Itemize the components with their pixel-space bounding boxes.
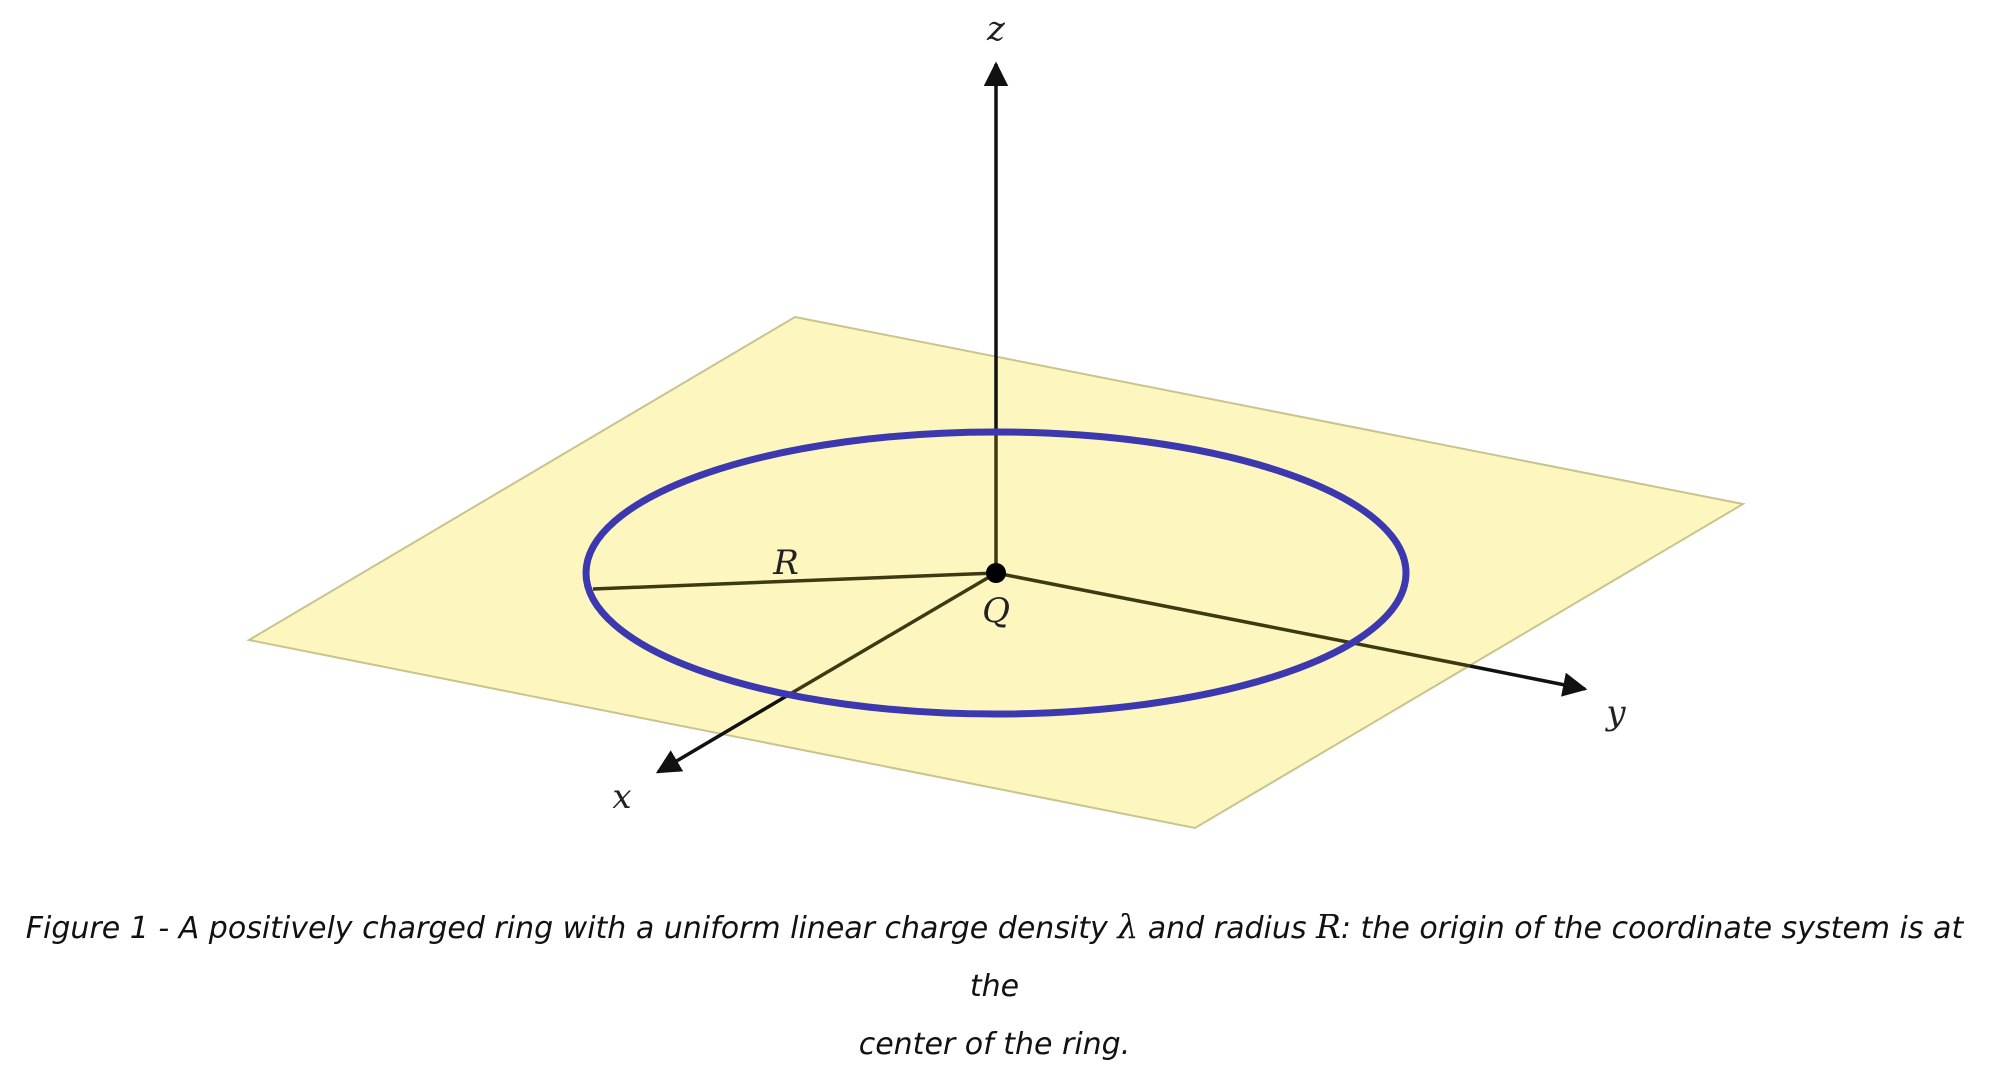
caption-radius-symbol: R — [1316, 907, 1341, 946]
charged-ring — [582, 428, 1410, 718]
caption-lambda-symbol: λ — [1117, 907, 1139, 946]
y-axis-label: y — [1604, 693, 1626, 733]
z-axis-label: z — [986, 9, 1006, 49]
charge-label: Q — [982, 591, 1010, 631]
radius-line — [592, 571, 997, 591]
y-axis — [1469, 664, 1588, 697]
x-axis — [655, 692, 791, 774]
figure-caption: Figure 1 - A positively charged ring wit… — [0, 898, 1989, 1074]
caption-line-1: Figure 1 - A positively charged ring wit… — [0, 898, 1989, 1016]
caption-text-part2: and radius — [1138, 911, 1317, 946]
radius-label: R — [772, 543, 799, 583]
x-axis-in-plane — [789, 571, 997, 696]
charged-ring-diagram: z x y R Q — [246, 9, 1746, 830]
caption-text-part3: : the origin of the coordinate system is… — [969, 911, 1964, 1004]
caption-line-2: center of the ring. — [858, 1027, 1131, 1062]
y-axis-in-plane — [995, 571, 1471, 668]
x-axis-label: x — [612, 777, 631, 817]
caption-text-part1: Figure 1 - A positively charged ring wit… — [25, 911, 1118, 946]
origin-charge-point — [986, 563, 1006, 583]
